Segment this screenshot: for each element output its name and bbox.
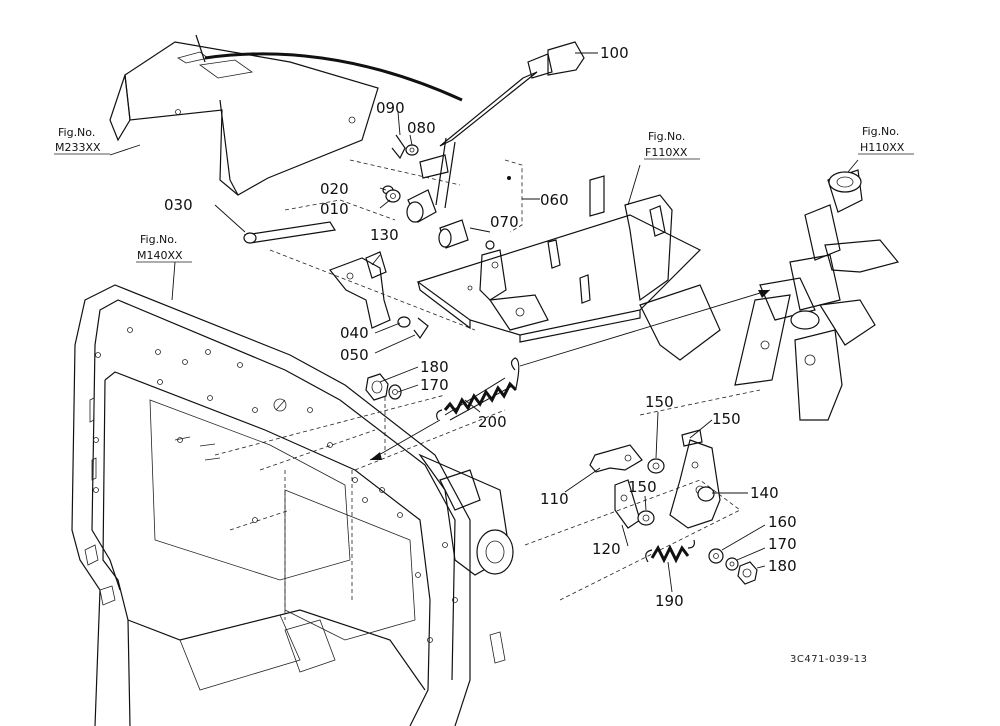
callout-190: 190 — [655, 592, 684, 610]
fig-ref-f110-line2: F110XX — [645, 146, 688, 159]
callout-040: 040 — [340, 324, 369, 342]
fig-ref-f110-line1: Fig.No. — [648, 130, 685, 143]
figure-references: Fig.No. M233XX Fig.No. F110XX Fig.No. H1… — [54, 125, 914, 263]
callout-060: 060 — [540, 191, 569, 209]
main-side-frame-m140 — [71, 284, 514, 726]
nut-washer-upper — [365, 373, 402, 401]
shift-lever-100 — [419, 41, 585, 209]
bracket-130 — [329, 251, 429, 340]
callout-070: 070 — [490, 213, 519, 231]
spring-200 — [369, 289, 771, 461]
fig-ref-m233-line2: M233XX — [55, 141, 101, 154]
callout-labels: 100 090 080 020 010 060 070 030 130 040 … — [164, 44, 797, 610]
leader-lines — [109, 52, 859, 593]
fig-ref-h110-line1: Fig.No. — [862, 125, 899, 138]
callout-150-c: 150 — [628, 478, 657, 496]
callout-080: 080 — [407, 119, 436, 137]
callout-150-a: 150 — [645, 393, 674, 411]
callout-130: 130 — [370, 226, 399, 244]
fig-ref-m140-line2: M140XX — [137, 249, 183, 262]
callout-200: 200 — [478, 413, 507, 431]
callout-170-lower: 170 — [768, 535, 797, 553]
callout-150-b: 150 — [712, 410, 741, 428]
callout-180-upper: 180 — [420, 358, 449, 376]
callout-100: 100 — [600, 44, 629, 62]
callout-140: 140 — [750, 484, 779, 502]
reference-dashes-top — [269, 159, 476, 331]
frame-plate-f110 — [416, 175, 721, 361]
callout-090: 090 — [376, 99, 405, 117]
callout-020: 020 — [320, 180, 349, 198]
callout-010: 010 — [320, 200, 349, 218]
reference-dashes-middle — [214, 389, 761, 620]
fig-ref-m140-line1: Fig.No. — [140, 233, 177, 246]
drawing-code: 3C471-039-13 — [790, 654, 867, 665]
callout-050: 050 — [340, 346, 369, 364]
rod-030 — [243, 221, 336, 244]
small-fasteners — [382, 134, 523, 250]
callout-160: 160 — [768, 513, 797, 531]
frame-holes — [93, 327, 458, 643]
lower-linkage — [589, 429, 758, 585]
callout-030: 030 — [164, 196, 193, 214]
callout-170-upper: 170 — [420, 376, 449, 394]
callout-180-lower: 180 — [768, 557, 797, 575]
fig-ref-h110-line2: H110XX — [860, 141, 905, 154]
callout-110: 110 — [540, 490, 569, 508]
callout-120: 120 — [592, 540, 621, 558]
top-cover-panel — [109, 34, 463, 196]
fig-ref-m233-line1: Fig.No. — [58, 126, 95, 139]
linkage-assembly-h110 — [734, 169, 900, 421]
